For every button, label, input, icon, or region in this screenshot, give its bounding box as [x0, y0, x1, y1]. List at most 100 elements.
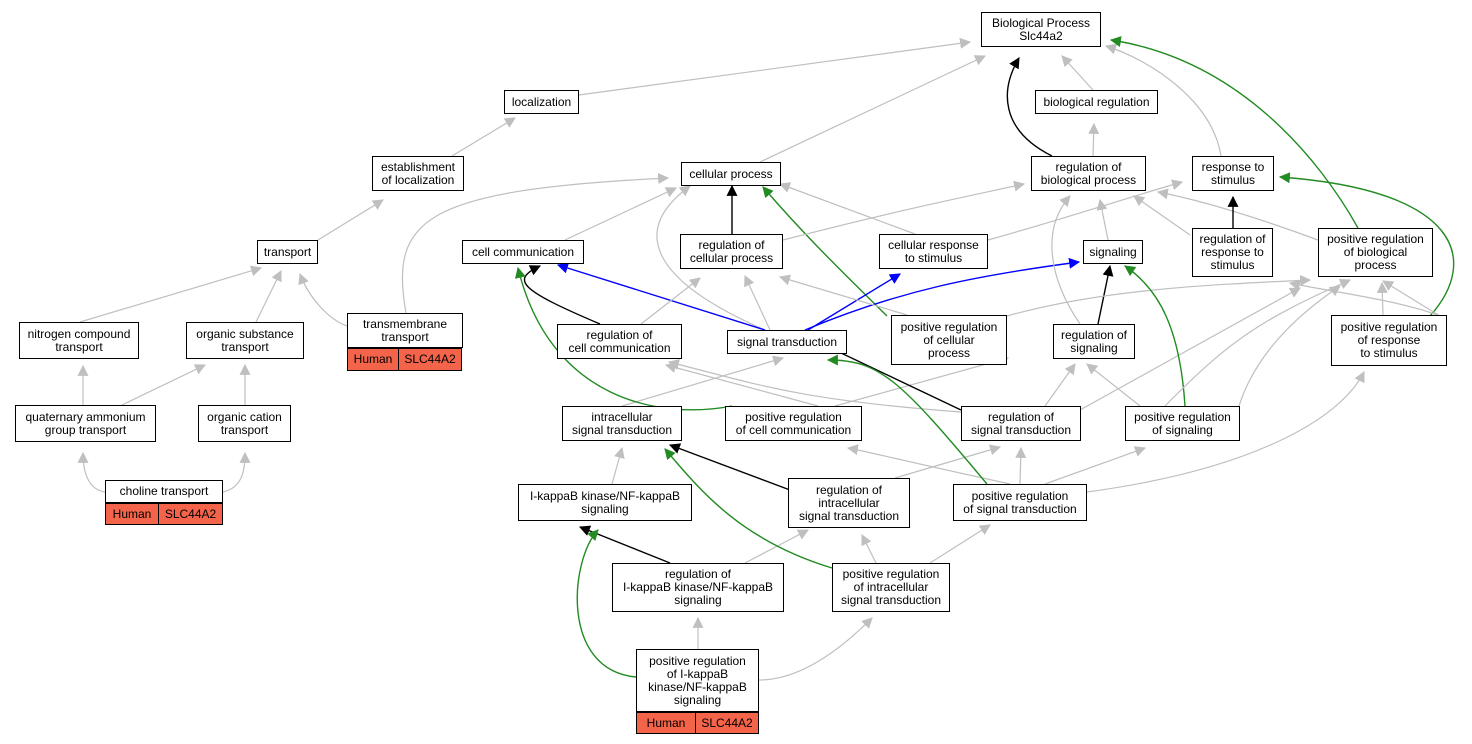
- edge-is-a: [1288, 279, 1441, 317]
- go-term-node[interactable]: regulation of I-kappaB kinase/NF-kappaB …: [612, 563, 784, 612]
- species-tag: Human: [105, 503, 159, 525]
- edge-is-a: [782, 180, 1026, 241]
- go-term-node[interactable]: transport: [257, 240, 318, 264]
- go-term-node[interactable]: quaternary ammonium group transport: [15, 405, 156, 442]
- edge-is-a: [846, 444, 1011, 485]
- gene-tag: SLC44A2: [158, 503, 223, 525]
- go-term-node[interactable]: regulation of intracellular signal trans…: [788, 478, 910, 528]
- edge-is-a: [1382, 280, 1441, 317]
- go-term-node[interactable]: cell communication: [462, 240, 584, 264]
- edge-is-a: [222, 451, 251, 493]
- go-term-node[interactable]: I-kappaB kinase/NF-kappaB signaling: [518, 484, 692, 521]
- go-term-node[interactable]: biological regulation: [1035, 90, 1158, 114]
- edge-is-a: [656, 185, 766, 331]
- edge-positively-regulates: [514, 266, 733, 411]
- go-term-node[interactable]: positive regulation of signaling: [1125, 406, 1240, 441]
- edge-regulates: [1097, 264, 1114, 325]
- edge-regulates: [668, 443, 791, 491]
- gene-tag: SLC44A2: [695, 712, 759, 734]
- go-term-node[interactable]: choline transport: [105, 480, 223, 503]
- species-tag: Human: [636, 712, 696, 734]
- go-term-node[interactable]: cellular response to stimulus: [879, 234, 988, 269]
- edge-is-a: [894, 444, 1002, 479]
- go-term-node[interactable]: regulation of cellular process: [680, 234, 783, 269]
- edge-is-a: [929, 524, 991, 564]
- edge-is-a: [1238, 285, 1341, 407]
- edge-is-a: [1015, 446, 1027, 485]
- edge-is-a: [667, 359, 962, 413]
- edge-part-of: [807, 273, 901, 331]
- edge-positively-regulates: [1109, 36, 1359, 229]
- go-term-node[interactable]: positive regulation of signal transducti…: [953, 484, 1087, 521]
- edge-is-a: [451, 117, 516, 157]
- go-term-node[interactable]: signaling: [1083, 240, 1143, 264]
- edge-is-a: [1006, 274, 1312, 317]
- edge-is-a: [1086, 371, 1365, 493]
- edge-is-a: [578, 37, 972, 96]
- go-term-node[interactable]: regulation of biological process: [1031, 156, 1146, 191]
- go-term-node[interactable]: regulation of cell communication: [557, 324, 682, 359]
- go-term-node[interactable]: intracellular signal transduction: [562, 406, 682, 441]
- edge-is-a: [79, 265, 263, 323]
- go-term-node[interactable]: signal transduction: [727, 330, 847, 354]
- edge-regulates: [819, 342, 962, 411]
- edge-is-a: [778, 274, 908, 316]
- go-term-node[interactable]: positive regulation of cell communicatio…: [725, 406, 862, 441]
- go-term-node[interactable]: positive regulation of intracellular sig…: [832, 563, 950, 612]
- edge-is-a: [744, 275, 771, 331]
- edge-part-of: [804, 257, 1081, 331]
- go-term-node[interactable]: positive regulation of biological proces…: [1318, 228, 1433, 277]
- edge-is-a: [1086, 363, 1141, 407]
- go-term-node[interactable]: response to stimulus: [1192, 156, 1274, 191]
- go-term-node[interactable]: cellular process: [681, 162, 781, 186]
- go-term-node[interactable]: organic cation transport: [198, 405, 291, 442]
- edge-positively-regulates: [762, 186, 888, 317]
- edge-positively-regulates: [664, 448, 833, 569]
- edge-is-a: [317, 199, 384, 241]
- edge-is-a: [834, 355, 1010, 407]
- go-term-node[interactable]: regulation of response to stimulus: [1192, 228, 1273, 277]
- edge-is-a: [564, 187, 677, 241]
- edge-is-a: [759, 55, 986, 163]
- gene-tag: SLC44A2: [398, 348, 462, 371]
- edge-is-a: [1044, 363, 1076, 407]
- edge-is-a: [1088, 122, 1100, 157]
- edge-is-a: [1156, 188, 1319, 241]
- go-term-node[interactable]: positive regulation of response to stimu…: [1331, 315, 1447, 366]
- go-term-node[interactable]: establishment of localization: [372, 156, 464, 191]
- go-term-node[interactable]: regulation of signaling: [1053, 324, 1135, 359]
- edge-regulates: [1006, 57, 1053, 157]
- edge-is-a: [758, 617, 873, 681]
- edge-is-a: [1104, 43, 1222, 157]
- edge-is-a: [611, 446, 625, 485]
- edge-positively-regulates: [826, 354, 988, 485]
- edge-is-a: [298, 272, 348, 327]
- go-term-node[interactable]: nitrogen compound transport: [19, 322, 139, 359]
- edge-is-a: [255, 270, 282, 323]
- edge-is-a: [1051, 195, 1081, 325]
- species-tag: Human: [347, 348, 399, 371]
- edge-is-a: [1376, 281, 1388, 316]
- edge-is-a: [640, 277, 701, 325]
- edge-is-a: [77, 451, 106, 493]
- go-term-node[interactable]: positive regulation of I-kappaB kinase/N…: [636, 649, 759, 712]
- go-term-node[interactable]: Biological Process Slc44a2: [981, 12, 1101, 47]
- edge-positively-regulates: [1278, 172, 1455, 317]
- go-term-node[interactable]: transmembrane transport: [347, 313, 463, 348]
- go-term-node[interactable]: organic substance transport: [186, 322, 304, 359]
- go-term-node[interactable]: positive regulation of cellular process: [891, 315, 1007, 365]
- edge-is-a: [664, 362, 819, 407]
- edge-is-a: [778, 182, 916, 235]
- edge-regulates: [523, 265, 601, 325]
- edge-is-a: [1096, 198, 1109, 241]
- edge-regulates: [578, 525, 671, 564]
- go-term-node[interactable]: regulation of signal transduction: [961, 406, 1081, 441]
- go-term-node[interactable]: localization: [504, 90, 579, 114]
- edge-positively-regulates: [576, 529, 637, 678]
- edge-is-a: [121, 364, 206, 406]
- edge-is-a: [401, 172, 670, 314]
- edge-is-a: [744, 529, 809, 564]
- edge-is-a: [1079, 287, 1301, 411]
- edge-is-a: [861, 534, 877, 564]
- edge-positively-regulates: [1124, 265, 1186, 407]
